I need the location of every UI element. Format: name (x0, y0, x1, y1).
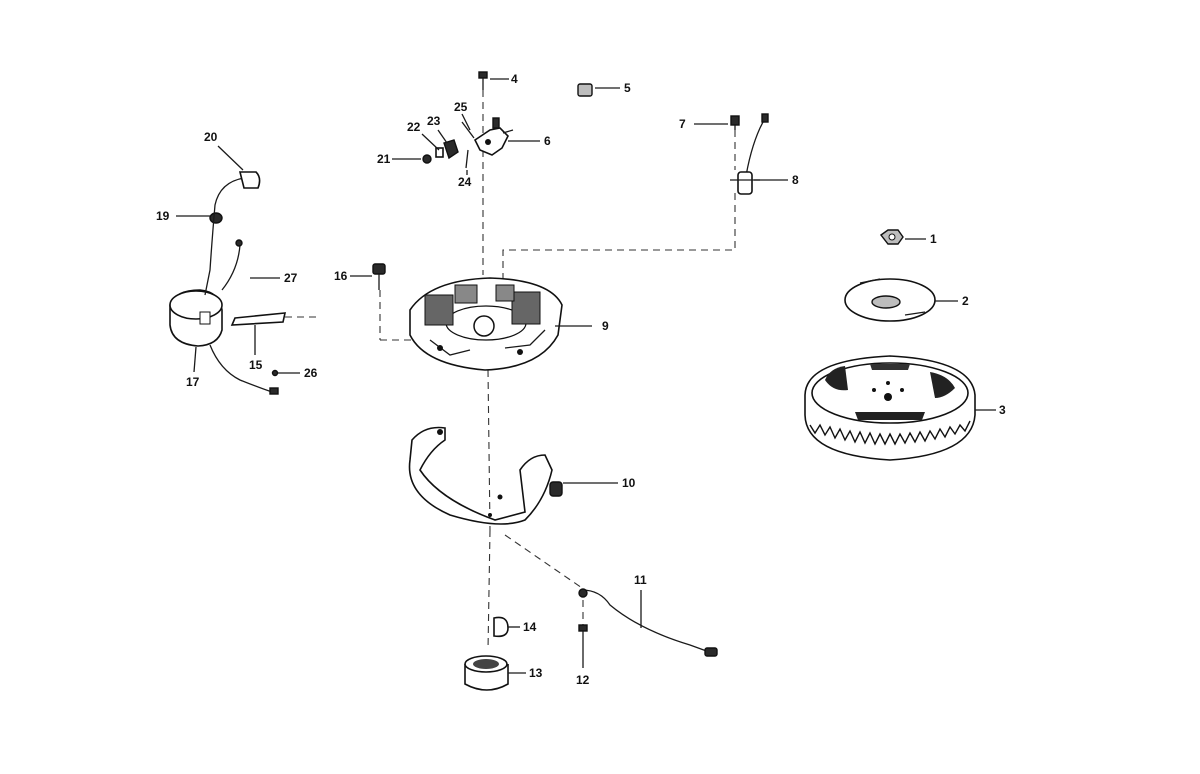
callout-11: 11 (634, 573, 647, 587)
callout-labels: 1 2 3 4 5 6 7 8 9 10 11 12 13 14 15 16 1… (156, 72, 1006, 687)
callout-3: 3 (999, 403, 1006, 417)
callout-4: 4 (511, 72, 518, 86)
part-16-screw (372, 263, 386, 290)
part-22-clip (435, 147, 444, 158)
callout-12: 12 (576, 673, 590, 687)
callout-2: 2 (962, 294, 969, 308)
callout-13: 13 (529, 666, 543, 680)
part-27-primary-lead (221, 239, 243, 291)
callout-8: 8 (792, 173, 799, 187)
callout-15: 15 (249, 358, 263, 372)
callout-27: 27 (284, 271, 298, 285)
assembly-guide-lines (285, 90, 736, 651)
part-24-pin (465, 149, 469, 169)
callout-20: 20 (204, 130, 218, 144)
callout-24: 24 (458, 175, 472, 189)
callout-6: 6 (544, 134, 551, 148)
part-11-ground-wire (578, 588, 718, 657)
part-6-breaker-points (473, 117, 514, 156)
callout-23: 23 (427, 114, 441, 128)
part-20-spark-plug-lead (204, 171, 261, 296)
part-5-pad (577, 83, 593, 97)
part-13-bushing (464, 655, 509, 691)
callout-7: 7 (679, 117, 686, 131)
callout-21: 21 (377, 152, 391, 166)
part-15-strip (230, 312, 287, 326)
part-12-screw (578, 624, 588, 640)
part-2-washer (844, 278, 936, 322)
leader-lines (176, 78, 996, 674)
part-3-flywheel (804, 355, 976, 461)
part-7-screw (730, 115, 740, 130)
part-9-stator-plate (409, 277, 563, 371)
part-14-key (493, 616, 509, 638)
part-23-spring (443, 139, 459, 160)
part-19-grommet (209, 212, 223, 224)
part-26-screw (271, 369, 279, 377)
part-4-screw (478, 71, 488, 90)
part-8-condenser (730, 113, 769, 195)
callout-22: 22 (407, 120, 421, 134)
callout-26: 26 (304, 366, 318, 380)
callout-25: 25 (454, 100, 468, 114)
callout-19: 19 (156, 209, 170, 223)
part-17-coil (169, 289, 279, 395)
part-25-cam-follower (461, 121, 475, 139)
callout-1: 1 (930, 232, 937, 246)
callout-14: 14 (523, 620, 537, 634)
part-10-bracket (408, 426, 563, 525)
part-21-washer (422, 154, 432, 164)
callout-17: 17 (186, 375, 200, 389)
callout-10: 10 (622, 476, 636, 490)
callout-9: 9 (602, 319, 609, 333)
callout-16: 16 (334, 269, 348, 283)
callout-5: 5 (624, 81, 631, 95)
part-1-nut (879, 229, 904, 245)
